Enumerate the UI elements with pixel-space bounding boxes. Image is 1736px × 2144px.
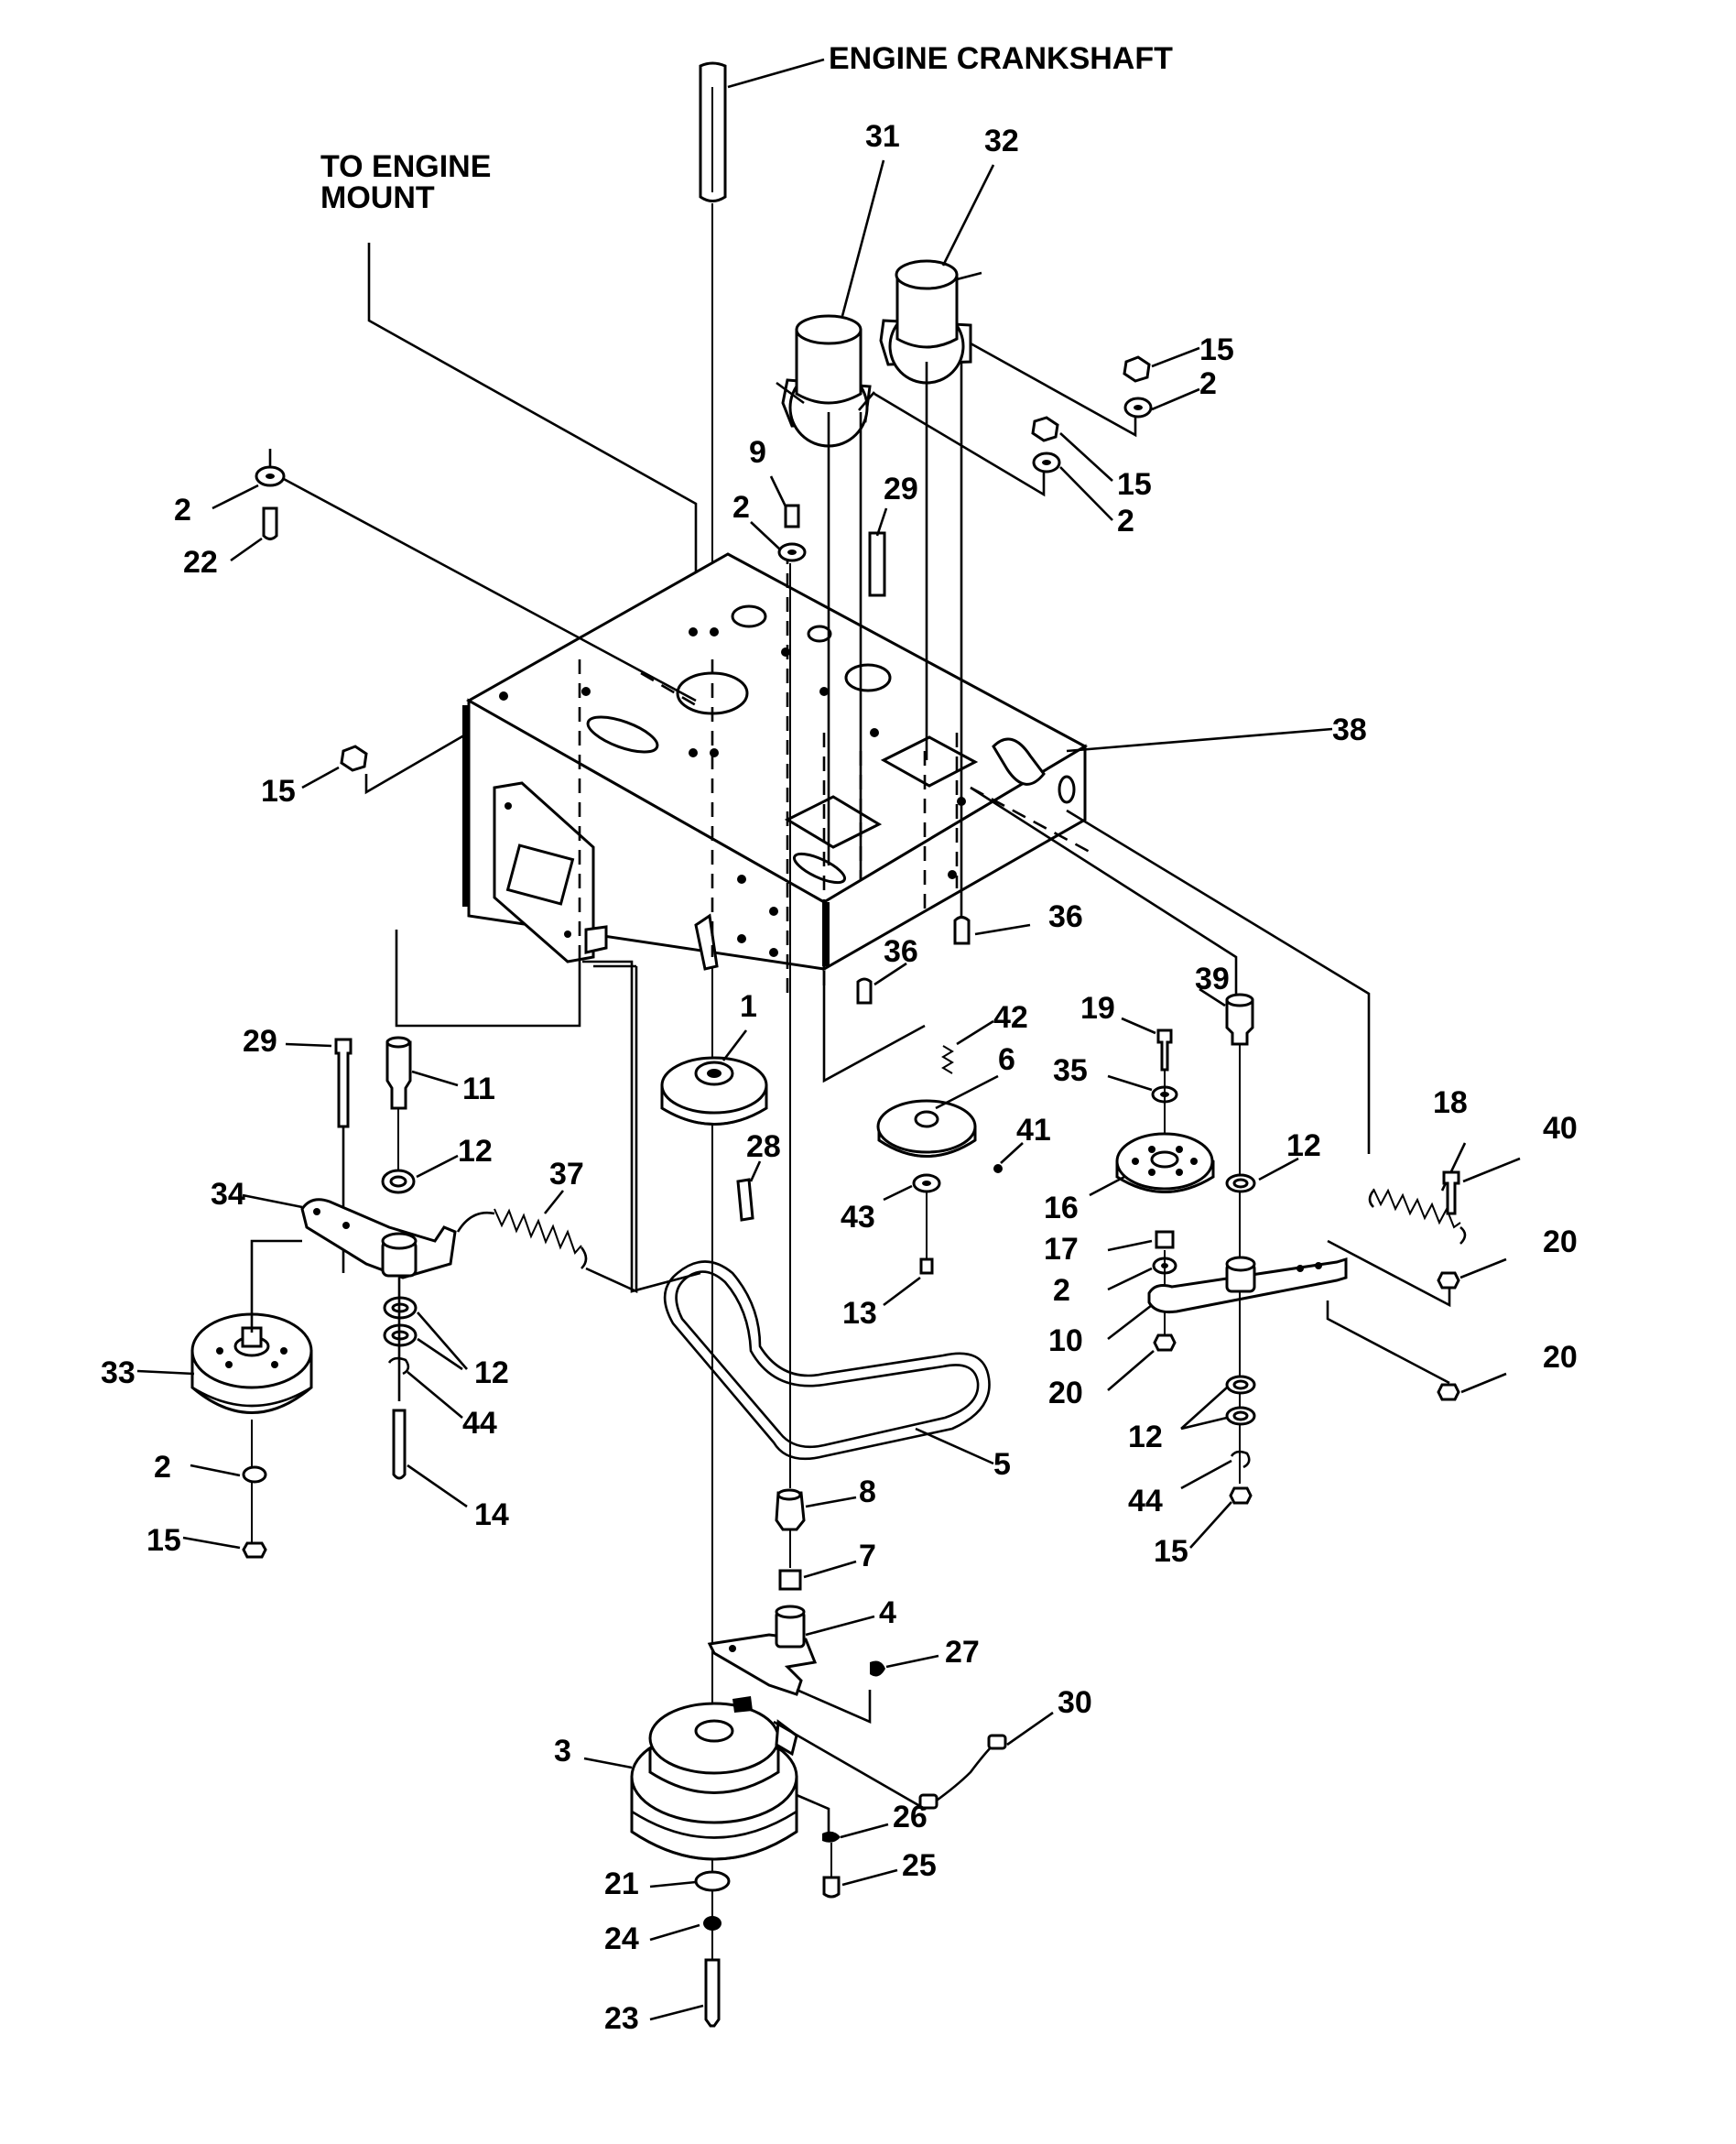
callout-29-frame: 29 — [884, 472, 918, 506]
to-engine-mount-label-line1: TO ENGINE — [320, 149, 491, 184]
callout-2-bottom-left: 2 — [154, 1450, 171, 1485]
callout-2-top: 2 — [1199, 366, 1217, 401]
callout-21: 21 — [604, 1866, 639, 1901]
callout-24: 24 — [604, 1921, 639, 1956]
callout-30: 30 — [1058, 1685, 1092, 1720]
callout-15-mid: 15 — [1117, 467, 1152, 502]
callout-43: 43 — [841, 1200, 875, 1235]
callout-15-top: 15 — [1199, 332, 1234, 367]
engine-crankshaft-label: ENGINE CRANKSHAFT — [829, 41, 1173, 76]
drive-pulley-1 — [660, 1056, 768, 1126]
callout-41: 41 — [1016, 1113, 1051, 1148]
callout-29-left: 29 — [243, 1024, 277, 1059]
actuator-motor-31 — [776, 314, 875, 879]
callout-2-right: 2 — [1053, 1273, 1070, 1308]
callout-9: 9 — [749, 435, 766, 470]
callout-11: 11 — [462, 1072, 495, 1106]
nut-15-middle — [1031, 416, 1061, 473]
callout-32: 32 — [984, 124, 1019, 158]
callout-15-left: 15 — [261, 774, 296, 809]
wire-harness-30 — [918, 1734, 1007, 1810]
callout-40: 40 — [1543, 1111, 1578, 1146]
callout-38: 38 — [1332, 713, 1367, 747]
callout-27: 27 — [945, 1635, 980, 1670]
callout-10: 10 — [1048, 1323, 1083, 1358]
callout-2-mid: 2 — [1117, 504, 1134, 539]
callout-44-left: 44 — [462, 1406, 497, 1441]
callout-4: 4 — [879, 1595, 896, 1630]
callout-42: 42 — [993, 1000, 1028, 1035]
actuator-motor-32 — [879, 259, 982, 934]
callout-33: 33 — [101, 1355, 136, 1390]
callout-2-left: 2 — [174, 493, 191, 528]
callout-7: 7 — [859, 1539, 876, 1573]
idler-pulley-33 — [190, 1312, 313, 1414]
bushing-39 — [1225, 993, 1254, 1046]
bushing-11 — [385, 1036, 412, 1110]
callout-1: 1 — [740, 989, 757, 1024]
callout-20-left: 20 — [1048, 1376, 1083, 1410]
to-engine-mount-label-line2: MOUNT — [320, 180, 435, 215]
callout-34: 34 — [211, 1177, 245, 1212]
pulley-6 — [876, 1099, 977, 1158]
bushing-8 — [775, 1488, 806, 1531]
callout-16: 16 — [1044, 1191, 1079, 1225]
callout-25: 25 — [902, 1848, 937, 1883]
callout-35: 35 — [1053, 1053, 1088, 1088]
spring-37 — [456, 1208, 588, 1269]
callout-31: 31 — [865, 119, 900, 154]
callout-36-right: 36 — [1048, 899, 1083, 934]
callout-19: 19 — [1080, 991, 1115, 1026]
callout-8: 8 — [859, 1475, 876, 1509]
electric-clutch-3 — [630, 1696, 798, 1861]
nut-15-top — [1123, 355, 1153, 419]
callout-14: 14 — [474, 1497, 509, 1532]
callout-12-left-top: 12 — [458, 1134, 493, 1169]
main-frame-weldment — [462, 552, 1089, 972]
callout-12-right-top: 12 — [1286, 1128, 1321, 1163]
callout-22: 22 — [183, 545, 218, 580]
callout-12-left-bottom: 12 — [474, 1355, 509, 1390]
callout-20-bottom: 20 — [1543, 1340, 1578, 1375]
callout-2-frame: 2 — [732, 490, 750, 525]
clutch-bracket-4 — [707, 1605, 818, 1696]
callout-26: 26 — [893, 1800, 928, 1834]
callout-17: 17 — [1044, 1232, 1079, 1267]
callout-5: 5 — [993, 1447, 1011, 1482]
callout-44-right: 44 — [1128, 1484, 1163, 1518]
drive-belt-5 — [663, 1260, 991, 1461]
callout-12-right-bottom: 12 — [1128, 1420, 1163, 1454]
pulley-16 — [1115, 1132, 1215, 1193]
callout-37: 37 — [549, 1157, 584, 1192]
callout-13: 13 — [842, 1296, 877, 1331]
callout-3: 3 — [554, 1734, 571, 1769]
callout-20-top: 20 — [1543, 1224, 1578, 1259]
callout-23: 23 — [604, 2001, 639, 2036]
callout-6: 6 — [998, 1042, 1015, 1077]
callout-15-right: 15 — [1154, 1534, 1188, 1569]
callout-36-left: 36 — [884, 934, 918, 969]
callout-28: 28 — [746, 1129, 781, 1164]
callout-39: 39 — [1195, 962, 1230, 996]
callout-15-bottom-left: 15 — [146, 1523, 181, 1558]
callout-18: 18 — [1433, 1085, 1468, 1120]
idler-arm-34 — [300, 1198, 457, 1279]
